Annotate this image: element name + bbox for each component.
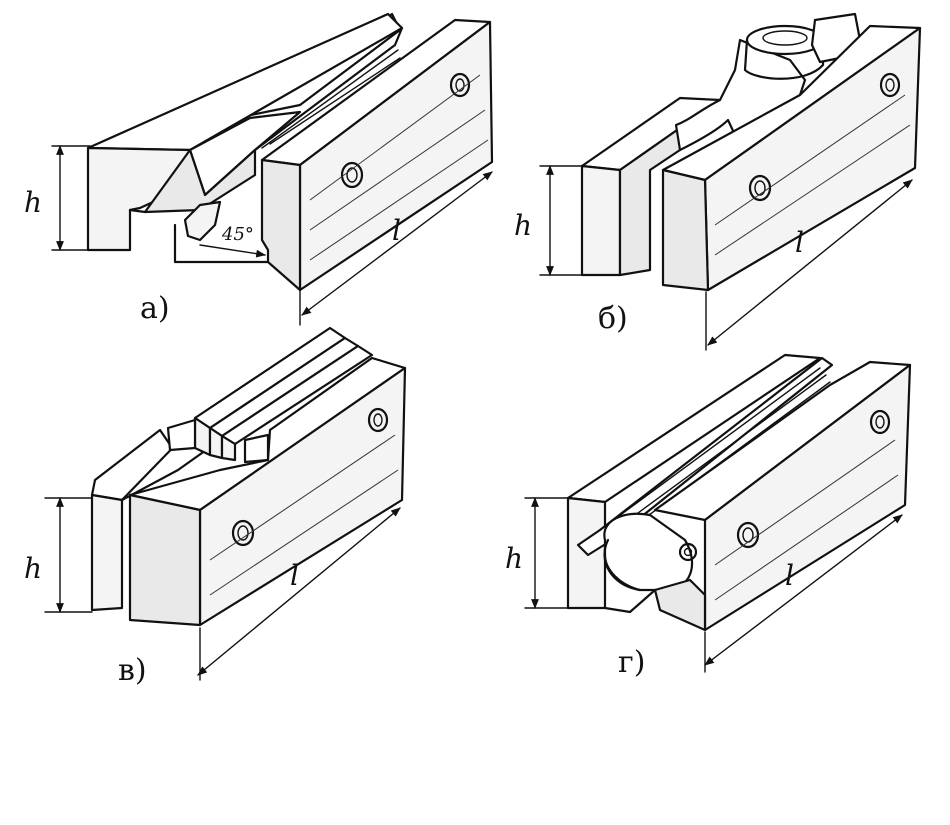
- panel-b-cylinder-top: [743, 24, 825, 80]
- panel-v-right-step: [243, 433, 270, 464]
- panel-a-rail: [253, 26, 404, 152]
- panel-a-bolt-hole-rear: [449, 72, 471, 98]
- panel-b-length-dimension: [707, 179, 913, 346]
- panel-a-rail-inner2: [269, 57, 401, 145]
- panel-a-jaw-tip: [183, 200, 222, 242]
- panel-a-label: а): [140, 291, 170, 326]
- panel-a-base: [173, 223, 270, 264]
- panel-b: h l б): [514, 12, 922, 351]
- panel-v-length-label: l: [290, 559, 299, 592]
- panel-a: h l 45° а): [24, 12, 494, 326]
- panel-v-right-block-side: [128, 493, 202, 627]
- panel-v: h l в): [24, 326, 407, 688]
- panel-a-length-label: l: [392, 214, 401, 247]
- panel-v-height-label: h: [24, 552, 42, 585]
- panel-b-bore: [674, 38, 807, 152]
- panel-g: h l г): [505, 353, 912, 680]
- panel-g-rail: [576, 356, 834, 557]
- panel-g-length-dimension: [704, 514, 903, 666]
- panel-g-bolt-hole-rear: [869, 409, 891, 435]
- panel-a-height-label: h: [24, 186, 42, 219]
- panel-g-label: г): [618, 645, 645, 680]
- panel-g-cylinder: [603, 512, 698, 592]
- panel-v-plate-stack: [193, 326, 374, 462]
- panel-g-right-block-top: [653, 360, 912, 522]
- panel-b-left-block-front: [580, 164, 622, 277]
- panel-b-bolt-hole-rear: [879, 72, 901, 98]
- panel-b-right-block-side: [661, 168, 710, 292]
- panel-a-length-dimension: [301, 171, 493, 316]
- panel-v-length-dimension: [197, 507, 401, 676]
- panel-g-base: [603, 588, 657, 614]
- panel-a-angle-label: 45°: [221, 224, 254, 245]
- panel-v-label: в): [118, 653, 147, 688]
- panel-g-length-label: l: [785, 559, 794, 592]
- panel-v-left-plate-front: [90, 493, 124, 612]
- panel-a-right-block-side: [260, 158, 302, 292]
- panel-g-height-label: h: [505, 542, 523, 575]
- panel-a-rail-inner: [261, 49, 399, 149]
- panel-a-angle-arrow: [199, 244, 266, 258]
- panel-b-length-label: l: [795, 226, 804, 259]
- panel-b-height-label: h: [514, 209, 532, 242]
- panel-b-label: б): [598, 301, 628, 336]
- panel-v-left-step: [166, 418, 197, 452]
- panel-g-right-block-side: [653, 578, 707, 632]
- panel-v-bolt-hole-rear: [367, 407, 389, 433]
